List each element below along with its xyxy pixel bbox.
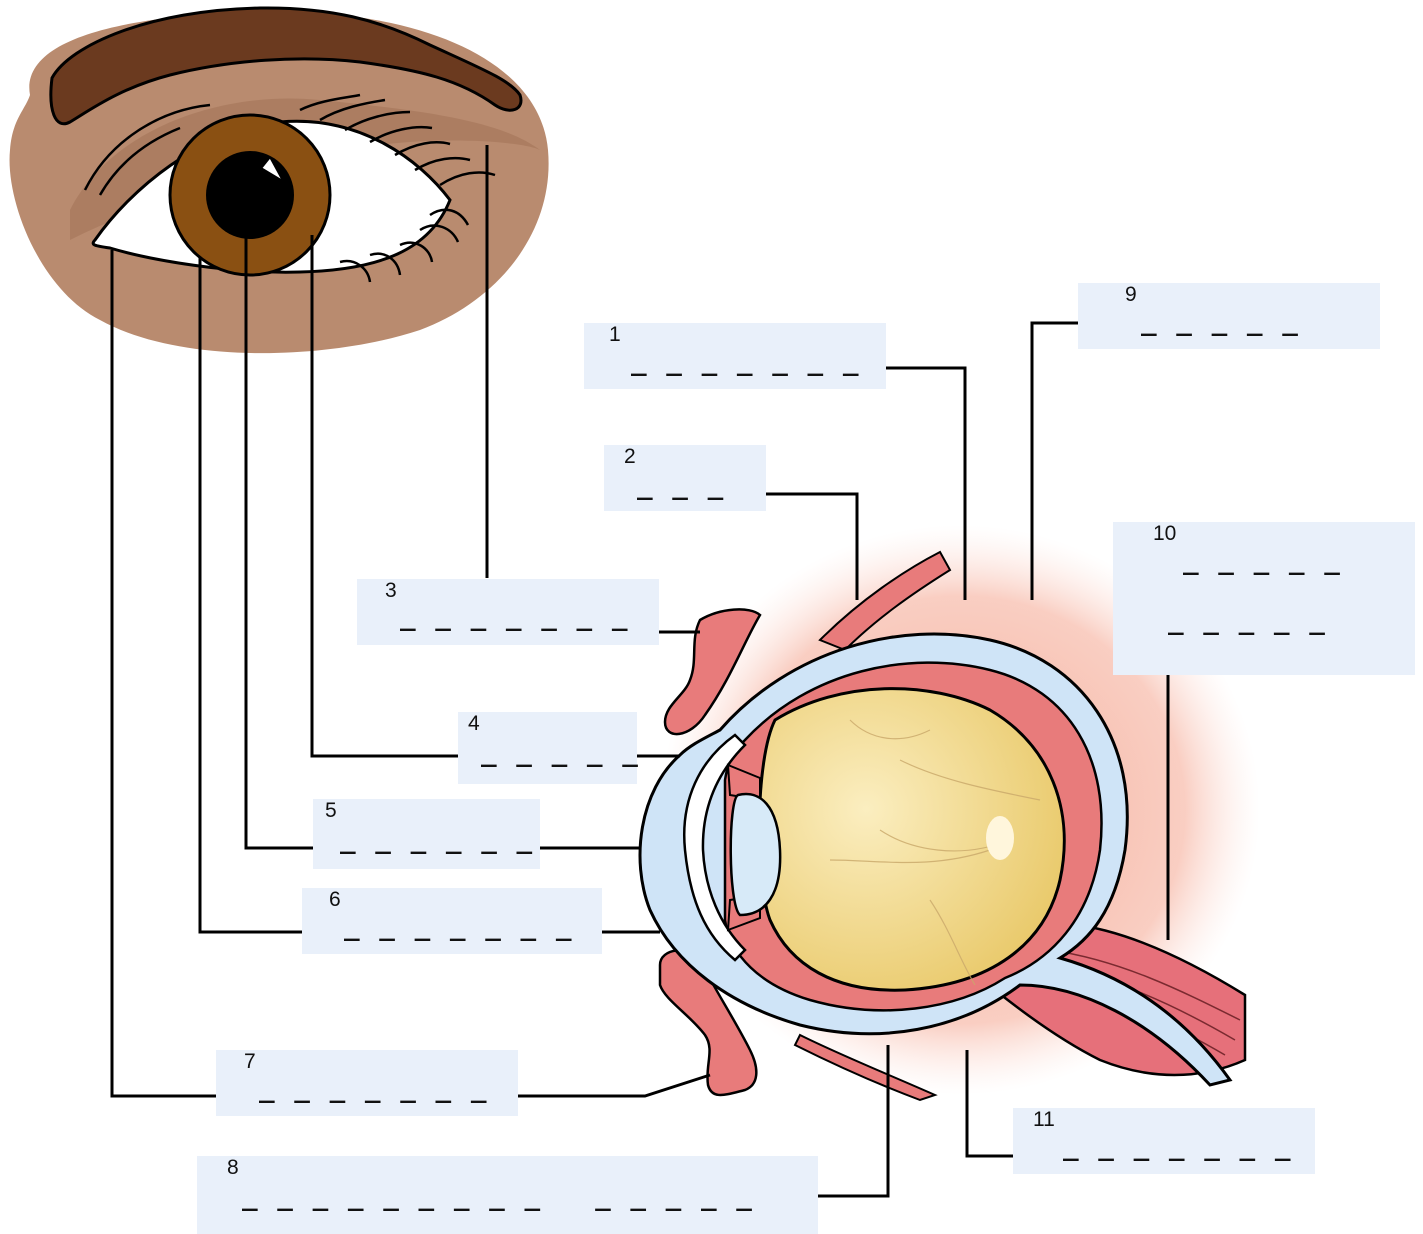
answer-blank[interactable]: _ _ _ _ _ _ _ [400,604,630,630]
label-number: 5 [325,799,337,823]
label-number: 6 [329,888,341,912]
label-number: 3 [385,579,397,603]
front-eye-illustration [10,8,549,353]
label-box-7: 7 _ _ _ _ _ _ _ [216,1050,518,1116]
label-box-9: 9 _ _ _ _ _ [1078,283,1380,349]
label-box-4: 4 _ _ _ _ _ [458,712,637,784]
answer-blank[interactable]: _ _ _ _ _ _ _ [631,349,861,375]
label-number: 7 [244,1050,256,1074]
label-number: 10 [1153,522,1176,546]
answer-blank[interactable]: _ _ _ _ _ _ _ [259,1076,489,1102]
leader-line-6 [200,258,302,932]
answer-blank[interactable]: _ _ _ [637,473,725,499]
label-number: 1 [609,323,621,347]
optic-disc [986,816,1014,860]
answer-blank[interactable]: _ _ _ _ _ [481,740,640,766]
label-number: 8 [227,1156,239,1180]
label-box-2: 2 _ _ _ [604,445,766,511]
answer-blank[interactable]: _ _ _ _ _ _ [340,827,534,853]
vitreous-body [759,689,1064,991]
answer-blank[interactable]: _ _ _ _ _ [1141,309,1300,335]
label-box-6: 6 _ _ _ _ _ _ _ [302,888,602,954]
answer-blank[interactable]: _ _ _ _ _ _ _ [344,914,574,940]
label-box-5: 5 _ _ _ _ _ _ [313,799,540,869]
label-box-8: 8 _ _ _ _ _ _ _ _ _ _ _ _ _ _ [197,1156,818,1234]
answer-blank[interactable]: _ _ _ _ _ _ _ _ _ _ _ _ _ _ [242,1184,754,1210]
label-box-3: 3 _ _ _ _ _ _ _ [357,579,659,645]
answer-blank[interactable]: _ _ _ _ _ [1183,548,1342,574]
label-number: 2 [624,445,636,469]
answer-blank[interactable]: _ _ _ _ _ _ _ [1063,1134,1293,1160]
label-number: 9 [1125,283,1137,307]
pupil [206,151,294,239]
label-number: 11 [1033,1108,1055,1132]
lens [731,794,780,915]
leader-line-7b [518,1075,710,1096]
label-box-1: 1 _ _ _ _ _ _ _ [584,323,886,389]
label-number: 4 [468,712,480,736]
label-box-11: 11 _ _ _ _ _ _ _ [1013,1108,1315,1174]
label-box-10: 10 _ _ _ _ _ _ _ _ _ _ [1113,522,1415,675]
answer-blank-line-2[interactable]: _ _ _ _ _ [1168,608,1327,634]
